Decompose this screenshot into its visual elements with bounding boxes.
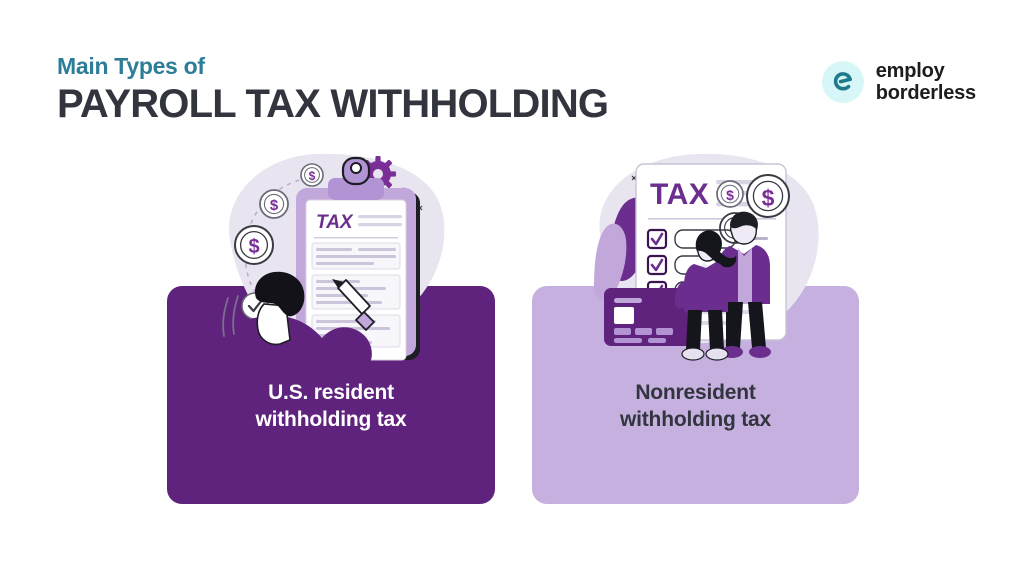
dollar-coin: $ (716, 180, 744, 208)
svg-text:$: $ (762, 185, 775, 211)
tax-label: TAX (650, 178, 709, 211)
page-title: PAYROLL TAX WITHHOLDING (57, 82, 609, 127)
header-block: Main Types of PAYROLL TAX WITHHOLDING (57, 53, 757, 127)
eyebrow-text: Main Types of (57, 53, 205, 79)
gear-icon (360, 156, 396, 192)
dollar-coin: $ (719, 212, 751, 244)
logo-line-1: employ (875, 60, 945, 82)
tax-label: TAX (316, 212, 354, 233)
svg-text:$: $ (731, 222, 740, 239)
dollar-coin: $ (259, 189, 289, 219)
svg-text:$: $ (726, 187, 734, 203)
dollar-coin: $ (746, 174, 790, 218)
dollar-coin: $ (300, 163, 324, 187)
svg-text:$: $ (248, 236, 259, 258)
svg-text:$: $ (270, 197, 279, 214)
checkbox-checked (646, 254, 768, 276)
logo-wordmark: employ borderless (876, 60, 976, 105)
brand-logo: employ borderless (821, 60, 976, 105)
dollar-coin: $ (234, 225, 274, 265)
card-nonresident-label: Nonresident withholding tax (620, 381, 771, 431)
checkbox-checked (646, 228, 768, 250)
card-us-resident[interactable]: U.S. resident withholding tax (167, 286, 495, 504)
logo-line-2: borderless (875, 82, 976, 105)
card-nonresident[interactable]: Nonresident withholding tax (532, 286, 859, 504)
card-us-resident-label: U.S. resident withholding tax (255, 381, 407, 431)
svg-text:$: $ (309, 169, 316, 183)
logo-e-icon (821, 61, 864, 104)
